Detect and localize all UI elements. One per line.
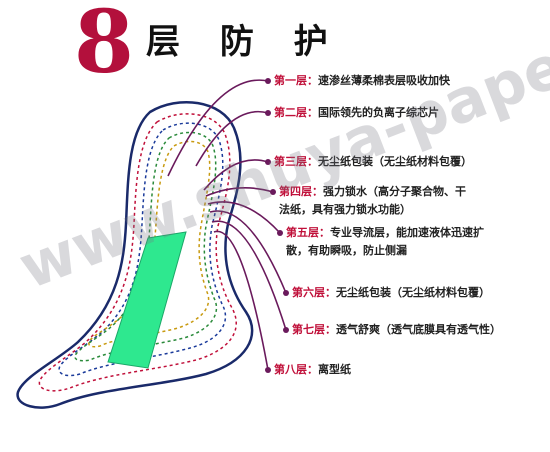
layer-connector-dot-6 — [283, 290, 289, 296]
layer-connector-dot-1 — [265, 78, 271, 84]
title-text: 层 防 护 — [146, 22, 342, 62]
layer-label-6: 第六层：无尘纸包装（无尘纸材料包覆） — [292, 284, 490, 302]
pad-outline — [16, 100, 254, 409]
layer-number: 第三层： — [274, 155, 318, 168]
layer-description: 离型纸 — [318, 363, 351, 376]
layer-number: 第六层： — [292, 286, 336, 299]
layer-label-5: 第五层：专业导流层，能加速液体迅速扩散，有助瞬吸，防止侧漏 — [286, 224, 484, 260]
layer-description: 透气舒爽（透气底膜具有透气性） — [336, 323, 501, 336]
layer-number: 第五层： — [286, 226, 330, 239]
layer-connector-7 — [211, 220, 287, 331]
layer-number: 第四层： — [279, 185, 323, 198]
layer-number: 第八层： — [274, 363, 318, 376]
layer-connector-2 — [195, 110, 269, 167]
layer-connector-1 — [167, 79, 269, 177]
layer-number: 第二层： — [274, 106, 318, 119]
layer-description-line2: 法纸，具有强力锁水功能） — [279, 203, 411, 216]
layer-connector-dot-8 — [265, 367, 271, 373]
title-number: 8 — [74, 0, 134, 93]
layer-outline-1 — [38, 113, 237, 392]
layer-description: 国际领先的负离子综芯片 — [318, 106, 439, 119]
layer-connector-4 — [205, 187, 274, 197]
layer-connector-8 — [213, 230, 269, 371]
layer-connector-dot-7 — [283, 327, 289, 333]
layer-label-2: 第二层：国际领先的负离子综芯片 — [274, 104, 439, 122]
layer-number: 第七层： — [292, 323, 336, 336]
layer-connector-6 — [209, 210, 287, 294]
absorbent-core — [107, 231, 187, 369]
layer-description: 强力锁水（高分子聚合物、干 — [323, 185, 466, 198]
layer-description: 专业导流层，能加速液体迅速扩 — [330, 226, 484, 239]
layer-connector-dot-2 — [265, 110, 271, 116]
layer-outline-2 — [58, 122, 227, 377]
layer-description-line2: 散，有助瞬吸，防止侧漏 — [286, 244, 407, 257]
layer-label-7: 第七层：透气舒爽（透气底膜具有透气性） — [292, 321, 501, 339]
layer-connector-5 — [207, 201, 281, 234]
layer-description: 无尘纸包装（无尘纸材料包覆） — [318, 155, 472, 168]
layer-description: 无尘纸包装（无尘纸材料包覆） — [336, 286, 490, 299]
layer-connector-dot-4 — [270, 189, 276, 195]
layer-label-3: 第三层：无尘纸包装（无尘纸材料包覆） — [274, 153, 472, 171]
layer-connector-dot-3 — [265, 159, 271, 165]
layer-label-1: 第一层：速渗丝薄柔棉表层吸收加快 — [274, 72, 450, 90]
layer-number: 第一层： — [274, 74, 318, 87]
layer-description: 速渗丝薄柔棉表层吸收加快 — [318, 74, 450, 87]
layer-connector-dot-5 — [277, 230, 283, 236]
layer-connector-3 — [203, 159, 269, 191]
layer-label-4: 第四层：强力锁水（高分子聚合物、干法纸，具有强力锁水功能） — [279, 183, 466, 219]
layer-label-8: 第八层：离型纸 — [274, 361, 351, 379]
